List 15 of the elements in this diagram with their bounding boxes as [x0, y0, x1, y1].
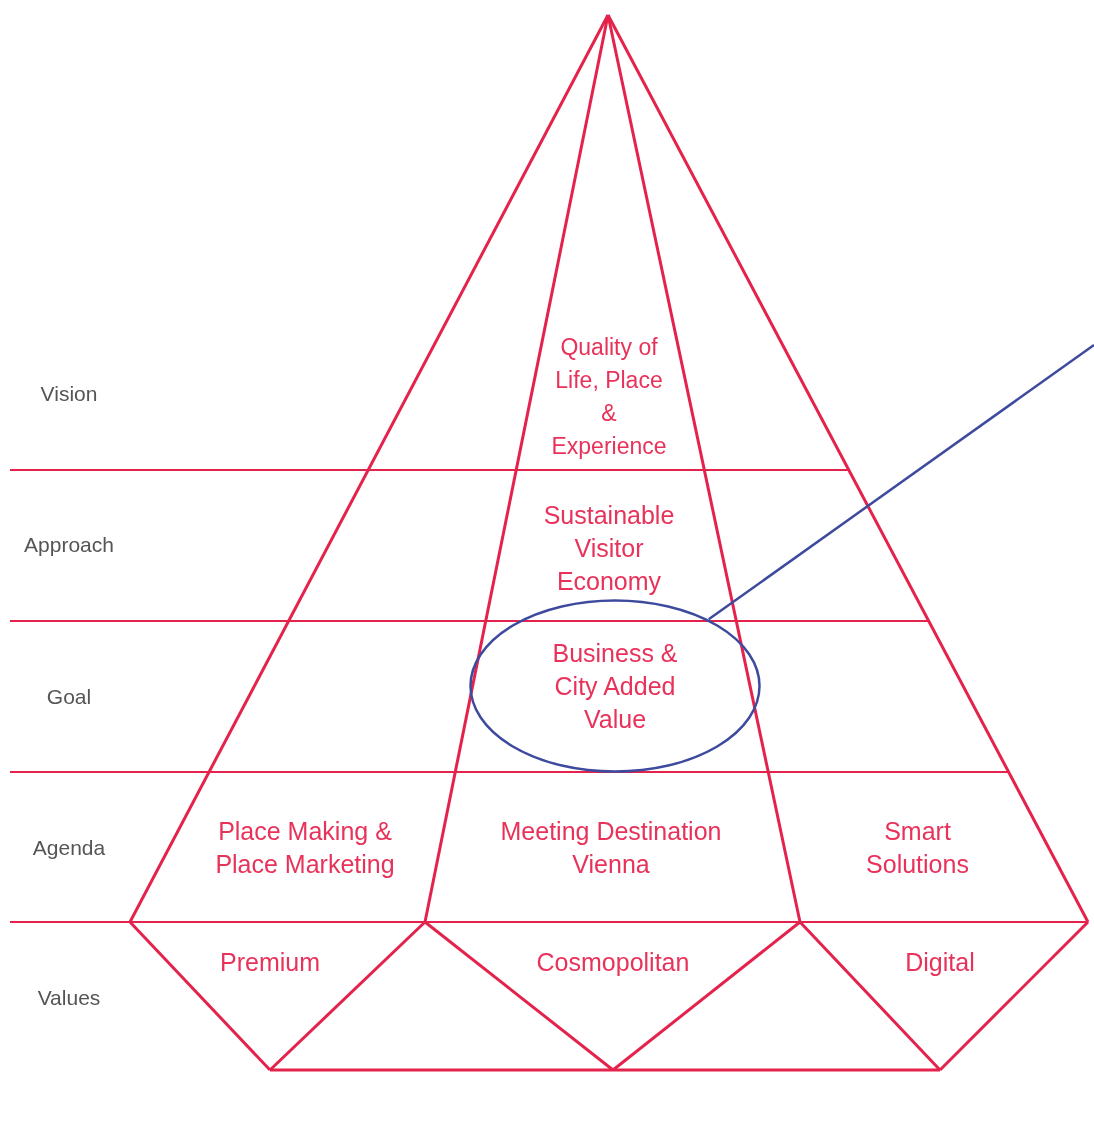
pyramid-text: Smart Solutions [865, 816, 970, 880]
row-label: Values [37, 986, 101, 1010]
row-label: Goal [46, 685, 92, 709]
row-label: Agenda [32, 836, 106, 860]
pyramid-text: Cosmopolitan [536, 946, 690, 978]
pyramid-text: Meeting Destination Vienna [499, 816, 723, 880]
pyramid-text: Premium [220, 946, 320, 978]
pyramid-text: Business & City Added Value [551, 637, 679, 735]
pyramid-text: Place Making & Place Marketing [214, 816, 396, 880]
pyramid-text: Digital [905, 946, 975, 978]
pyramid-text: Quality of Life, Place & Experience [550, 333, 668, 461]
row-label: Approach [24, 533, 114, 557]
pyramid-text: Sustainable Visitor Economy [542, 499, 676, 597]
row-label: Vision [40, 382, 98, 406]
highlight-ellipse [469, 599, 761, 773]
